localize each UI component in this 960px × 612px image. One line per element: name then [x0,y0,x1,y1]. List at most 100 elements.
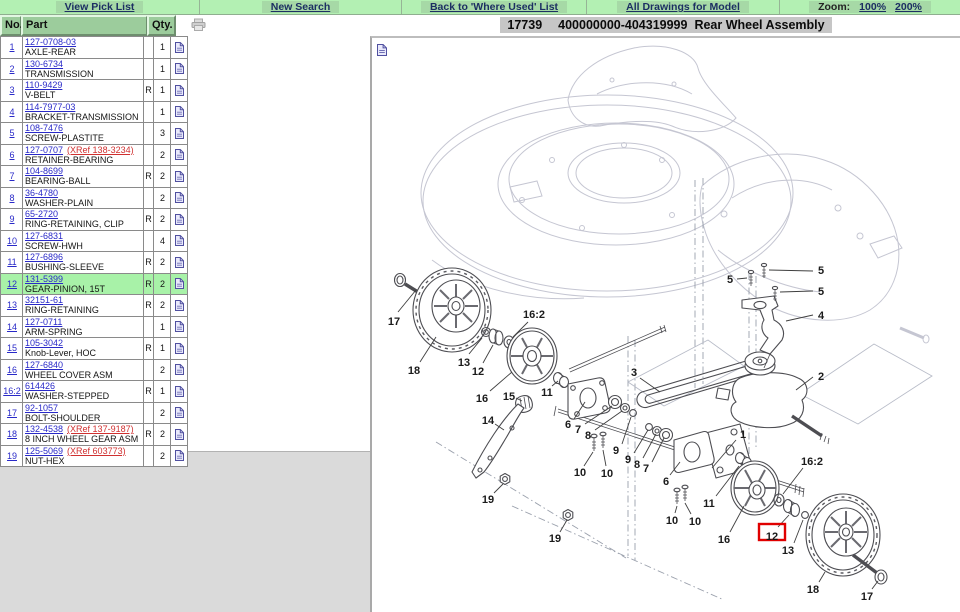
diagram-callout-10[interactable]: 10 [574,467,586,479]
back-to-where-used-link[interactable]: Back to 'Where Used' List [420,1,568,13]
copy-part-icon[interactable] [174,41,185,53]
item-no-link[interactable]: 18 [6,429,17,440]
item-no-link[interactable]: 17 [6,407,17,418]
part-number-link[interactable]: 127-0707 [25,144,64,155]
part-number-link[interactable]: 127-6840 [25,359,64,370]
diagram-callout-4[interactable]: 4 [818,310,825,322]
diagram-callout-15[interactable]: 15 [503,391,515,403]
copy-part-icon[interactable] [174,63,185,75]
diagram-callout-9[interactable]: 9 [613,445,619,457]
copy-part-icon[interactable] [174,84,185,96]
item-no-link[interactable]: 12 [6,278,17,289]
diagram-callout-10[interactable]: 10 [689,516,701,528]
part-number-link[interactable]: 132-4538 [25,424,64,435]
item-no-link[interactable]: 11 [7,257,17,268]
diagram-callout-5[interactable]: 5 [727,274,733,286]
diagram-callout-12[interactable]: 12 [472,366,484,378]
diagram-callout-12[interactable]: 12 [766,531,778,543]
part-number-link[interactable]: 127-6831 [25,230,64,241]
part-number-link[interactable]: 614426 [25,381,56,392]
copy-part-icon[interactable] [174,321,185,333]
part-number-link[interactable]: 110-9429 [25,80,63,91]
diagram-callout-9[interactable]: 9 [625,454,631,466]
copy-part-icon[interactable] [174,235,185,247]
zoom-100-link[interactable]: 100% [859,1,887,13]
copy-part-icon[interactable] [174,170,185,182]
diagram-callout-3[interactable]: 3 [631,367,637,379]
print-icon[interactable] [191,18,206,37]
part-number-link[interactable]: 65-2720 [25,209,59,220]
part-number-link[interactable]: 127-6896 [25,252,64,263]
diagram-callout-10[interactable]: 10 [601,468,613,480]
diagram-callout-8[interactable]: 8 [634,459,640,471]
xref-link[interactable]: (XRef 137-9187) [67,424,134,435]
diagram-callout-7[interactable]: 7 [575,424,581,436]
item-no-link[interactable]: 6 [9,149,15,160]
diagram-callout-16[interactable]: 16 [476,393,488,405]
xref-link[interactable]: (XRef 603773) [67,445,126,456]
diagram-callout-18[interactable]: 18 [408,365,420,377]
diagram-callout-13[interactable]: 13 [782,545,794,557]
diagram-callout-5[interactable]: 5 [818,265,824,277]
diagram-callout-14[interactable]: 14 [482,415,495,427]
copy-part-icon[interactable] [174,278,185,290]
diagram-callout-8[interactable]: 8 [585,430,591,442]
diagram-callout-5[interactable]: 5 [818,286,824,298]
copy-part-icon[interactable] [174,149,185,161]
part-number-link[interactable]: 127-0708-03 [25,37,77,48]
part-number-link[interactable]: 36-4780 [25,187,59,198]
diagram-callout-10[interactable]: 10 [666,515,678,527]
copy-part-icon[interactable] [174,428,185,440]
item-no-link[interactable]: 5 [9,128,15,139]
copy-part-icon[interactable] [174,342,185,354]
copy-part-icon[interactable] [174,407,185,419]
diagram-callout-11[interactable]: 11 [703,498,715,510]
item-no-link[interactable]: 19 [6,450,17,461]
diagram-callout-19[interactable]: 19 [482,494,494,506]
copy-part-icon[interactable] [174,192,185,204]
part-number-link[interactable]: 105-3042 [25,338,64,349]
item-no-link[interactable]: 8 [9,192,15,203]
copy-part-icon[interactable] [174,213,185,225]
item-no-link[interactable]: 2 [9,63,15,74]
part-number-link[interactable]: 127-0711 [25,316,63,327]
item-no-link[interactable]: 13 [6,300,17,311]
new-search-link[interactable]: New Search [261,1,340,13]
copy-part-icon[interactable] [174,364,185,376]
diagram-callout-17[interactable]: 17 [388,316,400,328]
item-no-link[interactable]: 10 [6,235,17,246]
part-number-link[interactable]: 131-5399 [25,273,64,284]
diagram-callout-18[interactable]: 18 [807,584,819,596]
zoom-200-link[interactable]: 200% [895,1,922,13]
copy-part-icon[interactable] [174,385,185,397]
item-no-link[interactable]: 9 [9,214,15,225]
diagram-callout-16:2[interactable]: 16:2 [523,309,545,321]
part-number-link[interactable]: 32151-61 [25,295,64,306]
copy-part-icon[interactable] [174,450,185,462]
item-no-link[interactable]: 15 [6,343,17,354]
diagram-callout-2[interactable]: 2 [818,371,824,383]
copy-part-icon[interactable] [174,127,185,139]
part-number-link[interactable]: 130-6734 [25,58,64,69]
diagram-callout-6[interactable]: 6 [565,419,571,431]
xref-link[interactable]: (XRef 138-3234) [67,144,134,155]
item-no-link[interactable]: 16 [6,364,17,375]
diagram-callout-16[interactable]: 16 [718,534,730,546]
part-number-link[interactable]: 104-8699 [25,166,64,177]
all-drawings-link[interactable]: All Drawings for Model [617,1,749,13]
item-no-link[interactable]: 3 [9,85,15,96]
diagram-callout-19[interactable]: 19 [549,533,561,545]
diagram-callout-1[interactable]: 1 [740,429,746,441]
item-no-link[interactable]: 16:2 [3,386,21,397]
diagram-callout-6[interactable]: 6 [663,476,669,488]
item-no-link[interactable]: 1 [9,42,15,53]
copy-drawing-icon[interactable] [376,43,388,62]
copy-part-icon[interactable] [174,299,185,311]
part-number-link[interactable]: 114-7977-03 [25,101,76,112]
item-no-link[interactable]: 14 [6,321,17,332]
copy-part-icon[interactable] [174,256,185,268]
item-no-link[interactable]: 4 [9,106,15,117]
diagram-callout-7[interactable]: 7 [643,463,649,475]
copy-part-icon[interactable] [174,106,185,118]
item-no-link[interactable]: 7 [9,171,15,182]
